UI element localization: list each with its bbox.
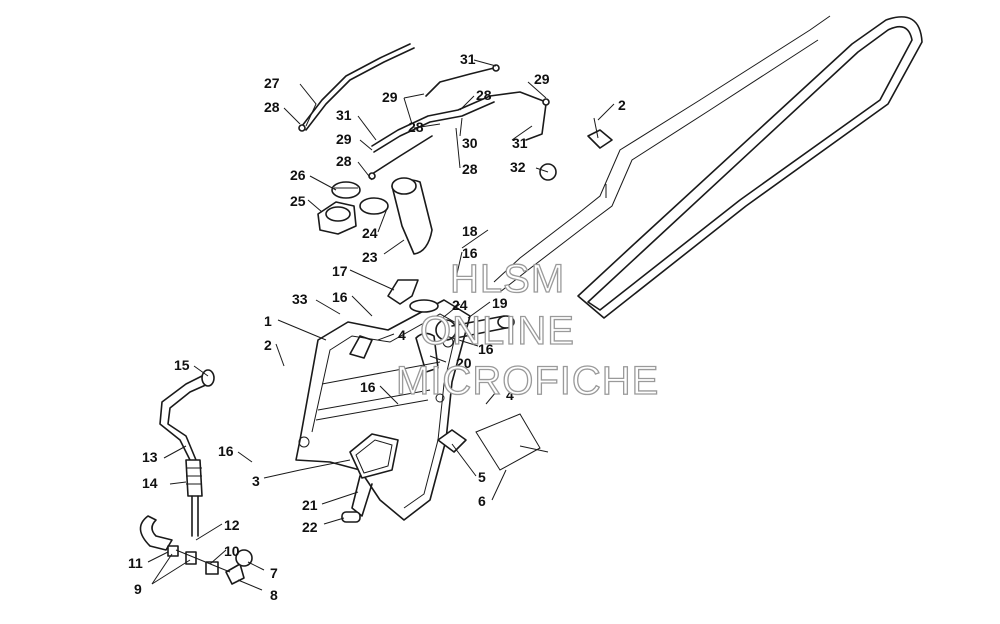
callout-5: 5	[478, 469, 486, 485]
callout-16: 16	[332, 289, 348, 305]
watermark-line-3: MICROFICHE	[396, 359, 659, 403]
callout-4: 4	[506, 387, 514, 403]
callout-29: 29	[336, 131, 352, 147]
callout-16: 16	[478, 341, 494, 357]
overflow-lines	[298, 43, 550, 180]
callout-14: 14	[142, 475, 158, 491]
watermark-line-1: HLSM	[450, 257, 565, 301]
callout-11: 11	[128, 555, 143, 571]
callout-28: 28	[264, 99, 280, 115]
callout-28: 28	[462, 161, 478, 177]
callout-12: 12	[224, 517, 240, 533]
watermark: HLSM ONLINE MICROFICHE	[395, 256, 659, 403]
callout-33: 33	[292, 291, 308, 307]
filter-pad	[349, 433, 399, 479]
callout-31: 31	[460, 51, 476, 67]
callout-16: 16	[218, 443, 234, 459]
callout-16: 16	[360, 379, 376, 395]
filler-neck	[317, 181, 361, 235]
callout-27: 27	[264, 75, 280, 91]
callout-28: 28	[336, 153, 352, 169]
callout-29: 29	[382, 89, 398, 105]
leader-lines	[147, 59, 615, 591]
callout-1: 1	[264, 313, 272, 329]
center-hoses	[349, 279, 515, 373]
callout-24: 24	[362, 225, 378, 241]
callout-32: 32	[510, 159, 526, 175]
callout-26: 26	[290, 167, 306, 183]
callout-9: 9	[134, 581, 142, 597]
callout-29: 29	[534, 71, 550, 87]
callout-24: 24	[452, 297, 468, 313]
callout-6: 6	[478, 493, 486, 509]
callout-13: 13	[142, 449, 158, 465]
callout-25: 25	[290, 193, 306, 209]
callout-21: 21	[302, 497, 318, 513]
callout-28: 28	[408, 119, 424, 135]
drain-hose	[159, 369, 215, 537]
callout-2: 2	[264, 337, 272, 353]
callout-30: 30	[462, 135, 478, 151]
radiator-frame	[295, 299, 471, 521]
heat-exchanger-rail	[493, 15, 923, 319]
callout-16: 16	[462, 245, 478, 261]
callout-15: 15	[174, 357, 190, 373]
callout-2: 2	[618, 97, 626, 113]
callout-8: 8	[270, 587, 278, 603]
callout-4: 4	[398, 327, 406, 343]
callout-17: 17	[332, 263, 348, 279]
callout-19: 19	[492, 295, 508, 311]
callout-labels: 27 28 31 29 28 29 31 28 30 31 29 28 28 3…	[128, 51, 626, 603]
callout-7: 7	[270, 565, 278, 581]
upper-hose	[359, 177, 433, 255]
callout-31: 31	[512, 135, 528, 151]
callout-10: 10	[224, 543, 240, 559]
watermark-line-2: ONLINE	[420, 309, 575, 353]
hose-clamp	[539, 163, 557, 181]
outlet-hose	[341, 475, 373, 523]
callout-23: 23	[362, 249, 378, 265]
callout-28: 28	[476, 87, 492, 103]
callout-31: 31	[336, 107, 352, 123]
callout-20: 20	[456, 355, 472, 371]
side-bracket	[437, 413, 549, 471]
callout-22: 22	[302, 519, 318, 535]
mount-bracket	[587, 117, 613, 149]
callout-18: 18	[462, 223, 478, 239]
callout-3: 3	[252, 473, 260, 489]
